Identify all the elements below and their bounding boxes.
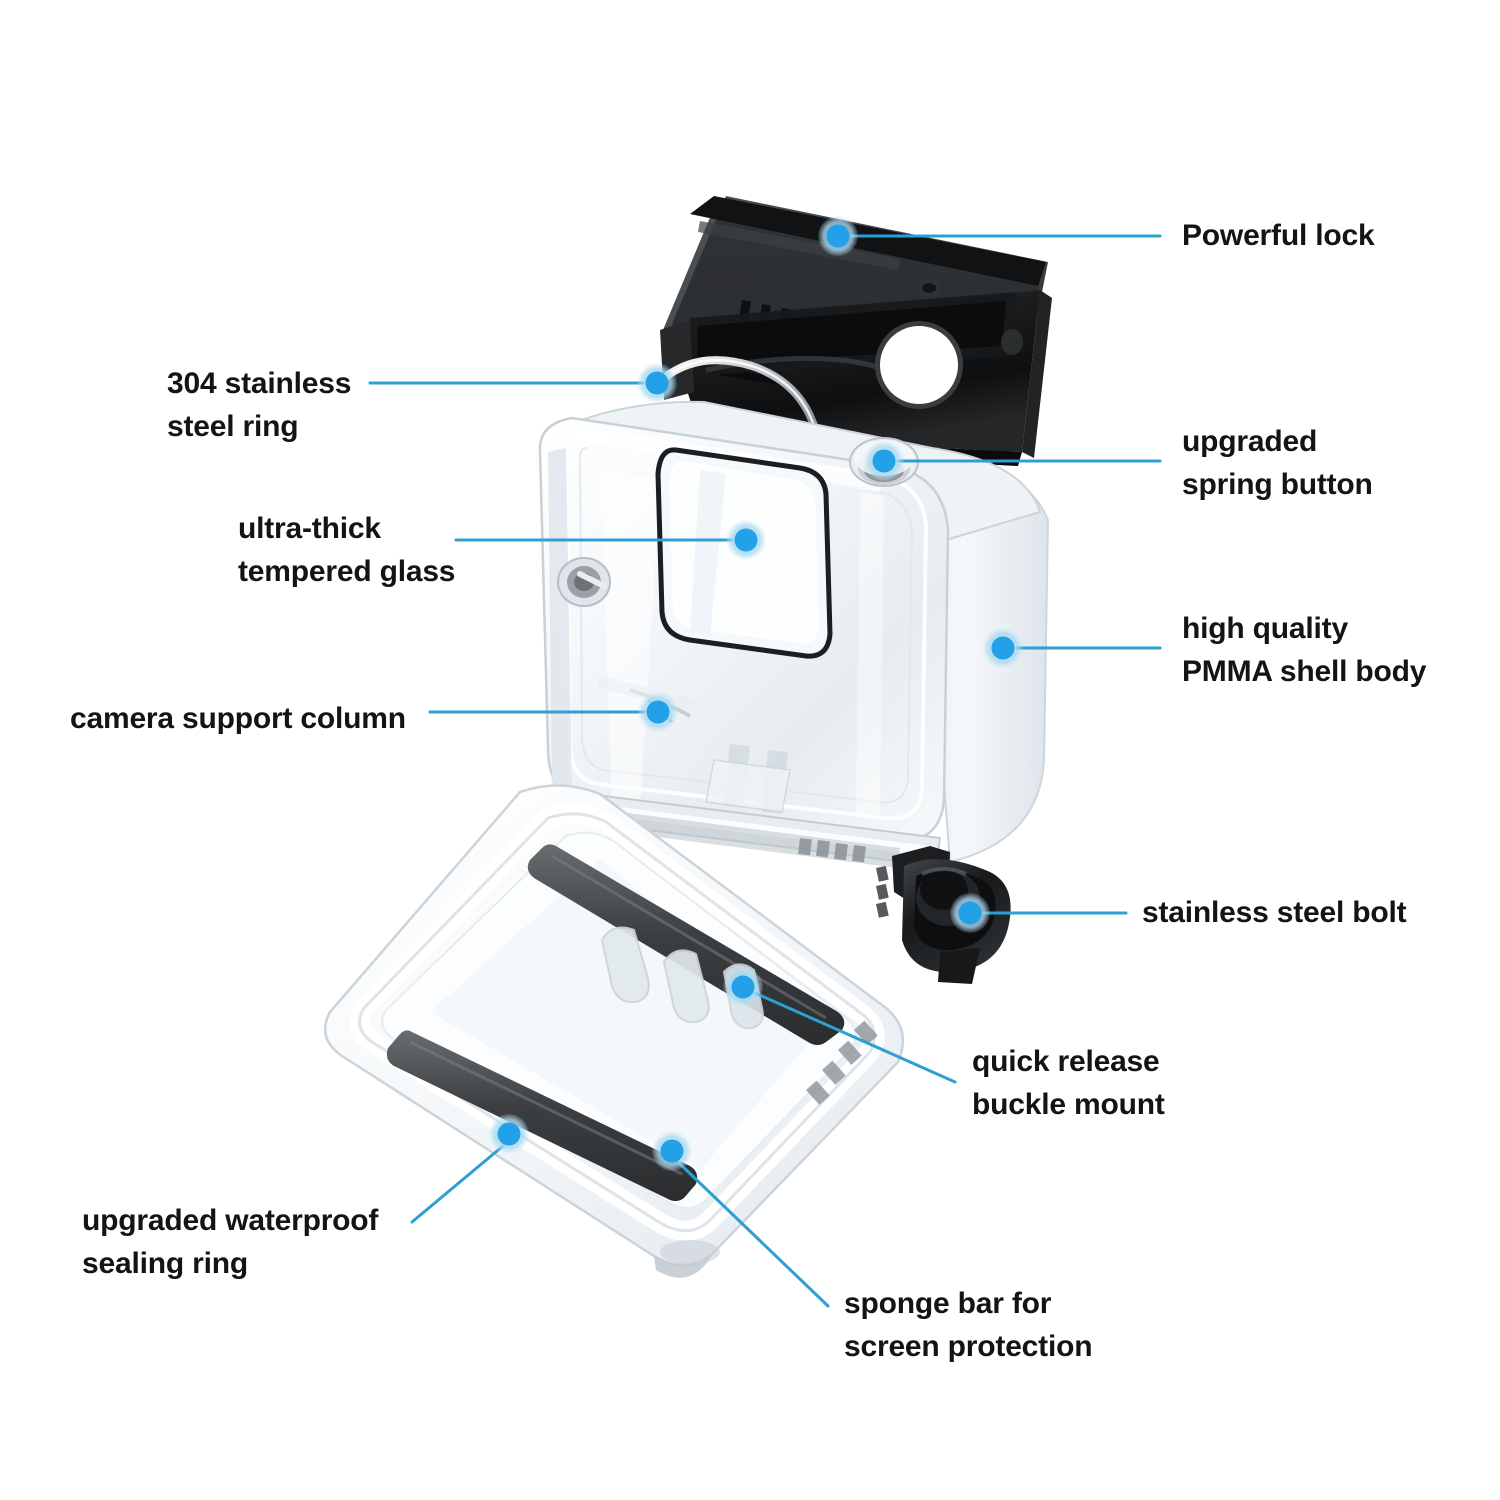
callout-label-sponge-bar-for-screen-protection: sponge bar for screen protection — [844, 1287, 1093, 1363]
leader-line-sponge-bar-for-screen-protection — [677, 1161, 830, 1308]
side-screw — [557, 557, 611, 607]
marker-dot-upgraded-waterproof-sealing-ring[interactable] — [489, 1114, 529, 1154]
callout-label-upgraded-spring-button: upgraded spring button — [1182, 425, 1373, 501]
marker-core — [731, 975, 755, 999]
callout-label-high-quality-pmma-shell-body: high quality PMMA shell body — [1182, 612, 1427, 688]
marker-dot-stainless-steel-ring[interactable] — [637, 363, 677, 403]
leader-line-quick-release-buckle-mount — [753, 991, 957, 1084]
marker-core — [872, 449, 896, 473]
marker-dot-camera-support-column[interactable] — [638, 692, 678, 732]
callout-label-stainless-steel-bolt: stainless steel bolt — [1142, 896, 1407, 929]
marker-core — [991, 636, 1015, 660]
marker-core — [660, 1139, 684, 1163]
callout-label-camera-support-column: camera support column — [70, 702, 406, 735]
marker-dot-high-quality-pmma-shell-body[interactable] — [983, 628, 1023, 668]
tray-door — [323, 784, 905, 1278]
marker-core — [826, 224, 850, 248]
callout-label-stainless-steel-ring: 304 stainless steel ring — [167, 367, 352, 443]
marker-dots — [489, 216, 1023, 1171]
marker-core — [958, 901, 982, 925]
thumb-bolt — [875, 846, 1011, 984]
marker-dot-powerful-lock[interactable] — [818, 216, 858, 256]
marker-dot-stainless-steel-bolt[interactable] — [950, 893, 990, 933]
callout-label-ultra-thick-tempered-glass: ultra-thick tempered glass — [238, 512, 456, 588]
marker-dot-upgraded-spring-button[interactable] — [864, 441, 904, 481]
hinge-mechanism — [566, 744, 942, 868]
sponge-bars — [386, 844, 845, 1201]
marker-core — [497, 1122, 521, 1146]
clear-shell-body — [538, 400, 1050, 868]
marker-core — [645, 371, 669, 395]
callout-label-quick-release-buckle-mount: quick release buckle mount — [972, 1045, 1165, 1121]
marker-dot-sponge-bar-for-screen-protection[interactable] — [652, 1131, 692, 1171]
callout-label-powerful-lock: Powerful lock — [1182, 219, 1375, 252]
marker-core — [734, 528, 758, 552]
marker-dot-quick-release-buckle-mount[interactable] — [723, 967, 763, 1007]
lid-assembly — [660, 196, 1052, 466]
callout-label-upgraded-waterproof-sealing-ring: upgraded waterproof sealing ring — [82, 1204, 379, 1280]
marker-core — [646, 700, 670, 724]
marker-dot-ultra-thick-tempered-glass[interactable] — [726, 520, 766, 560]
leader-lines — [368, 234, 1162, 1308]
leader-line-upgraded-waterproof-sealing-ring — [410, 1144, 505, 1224]
